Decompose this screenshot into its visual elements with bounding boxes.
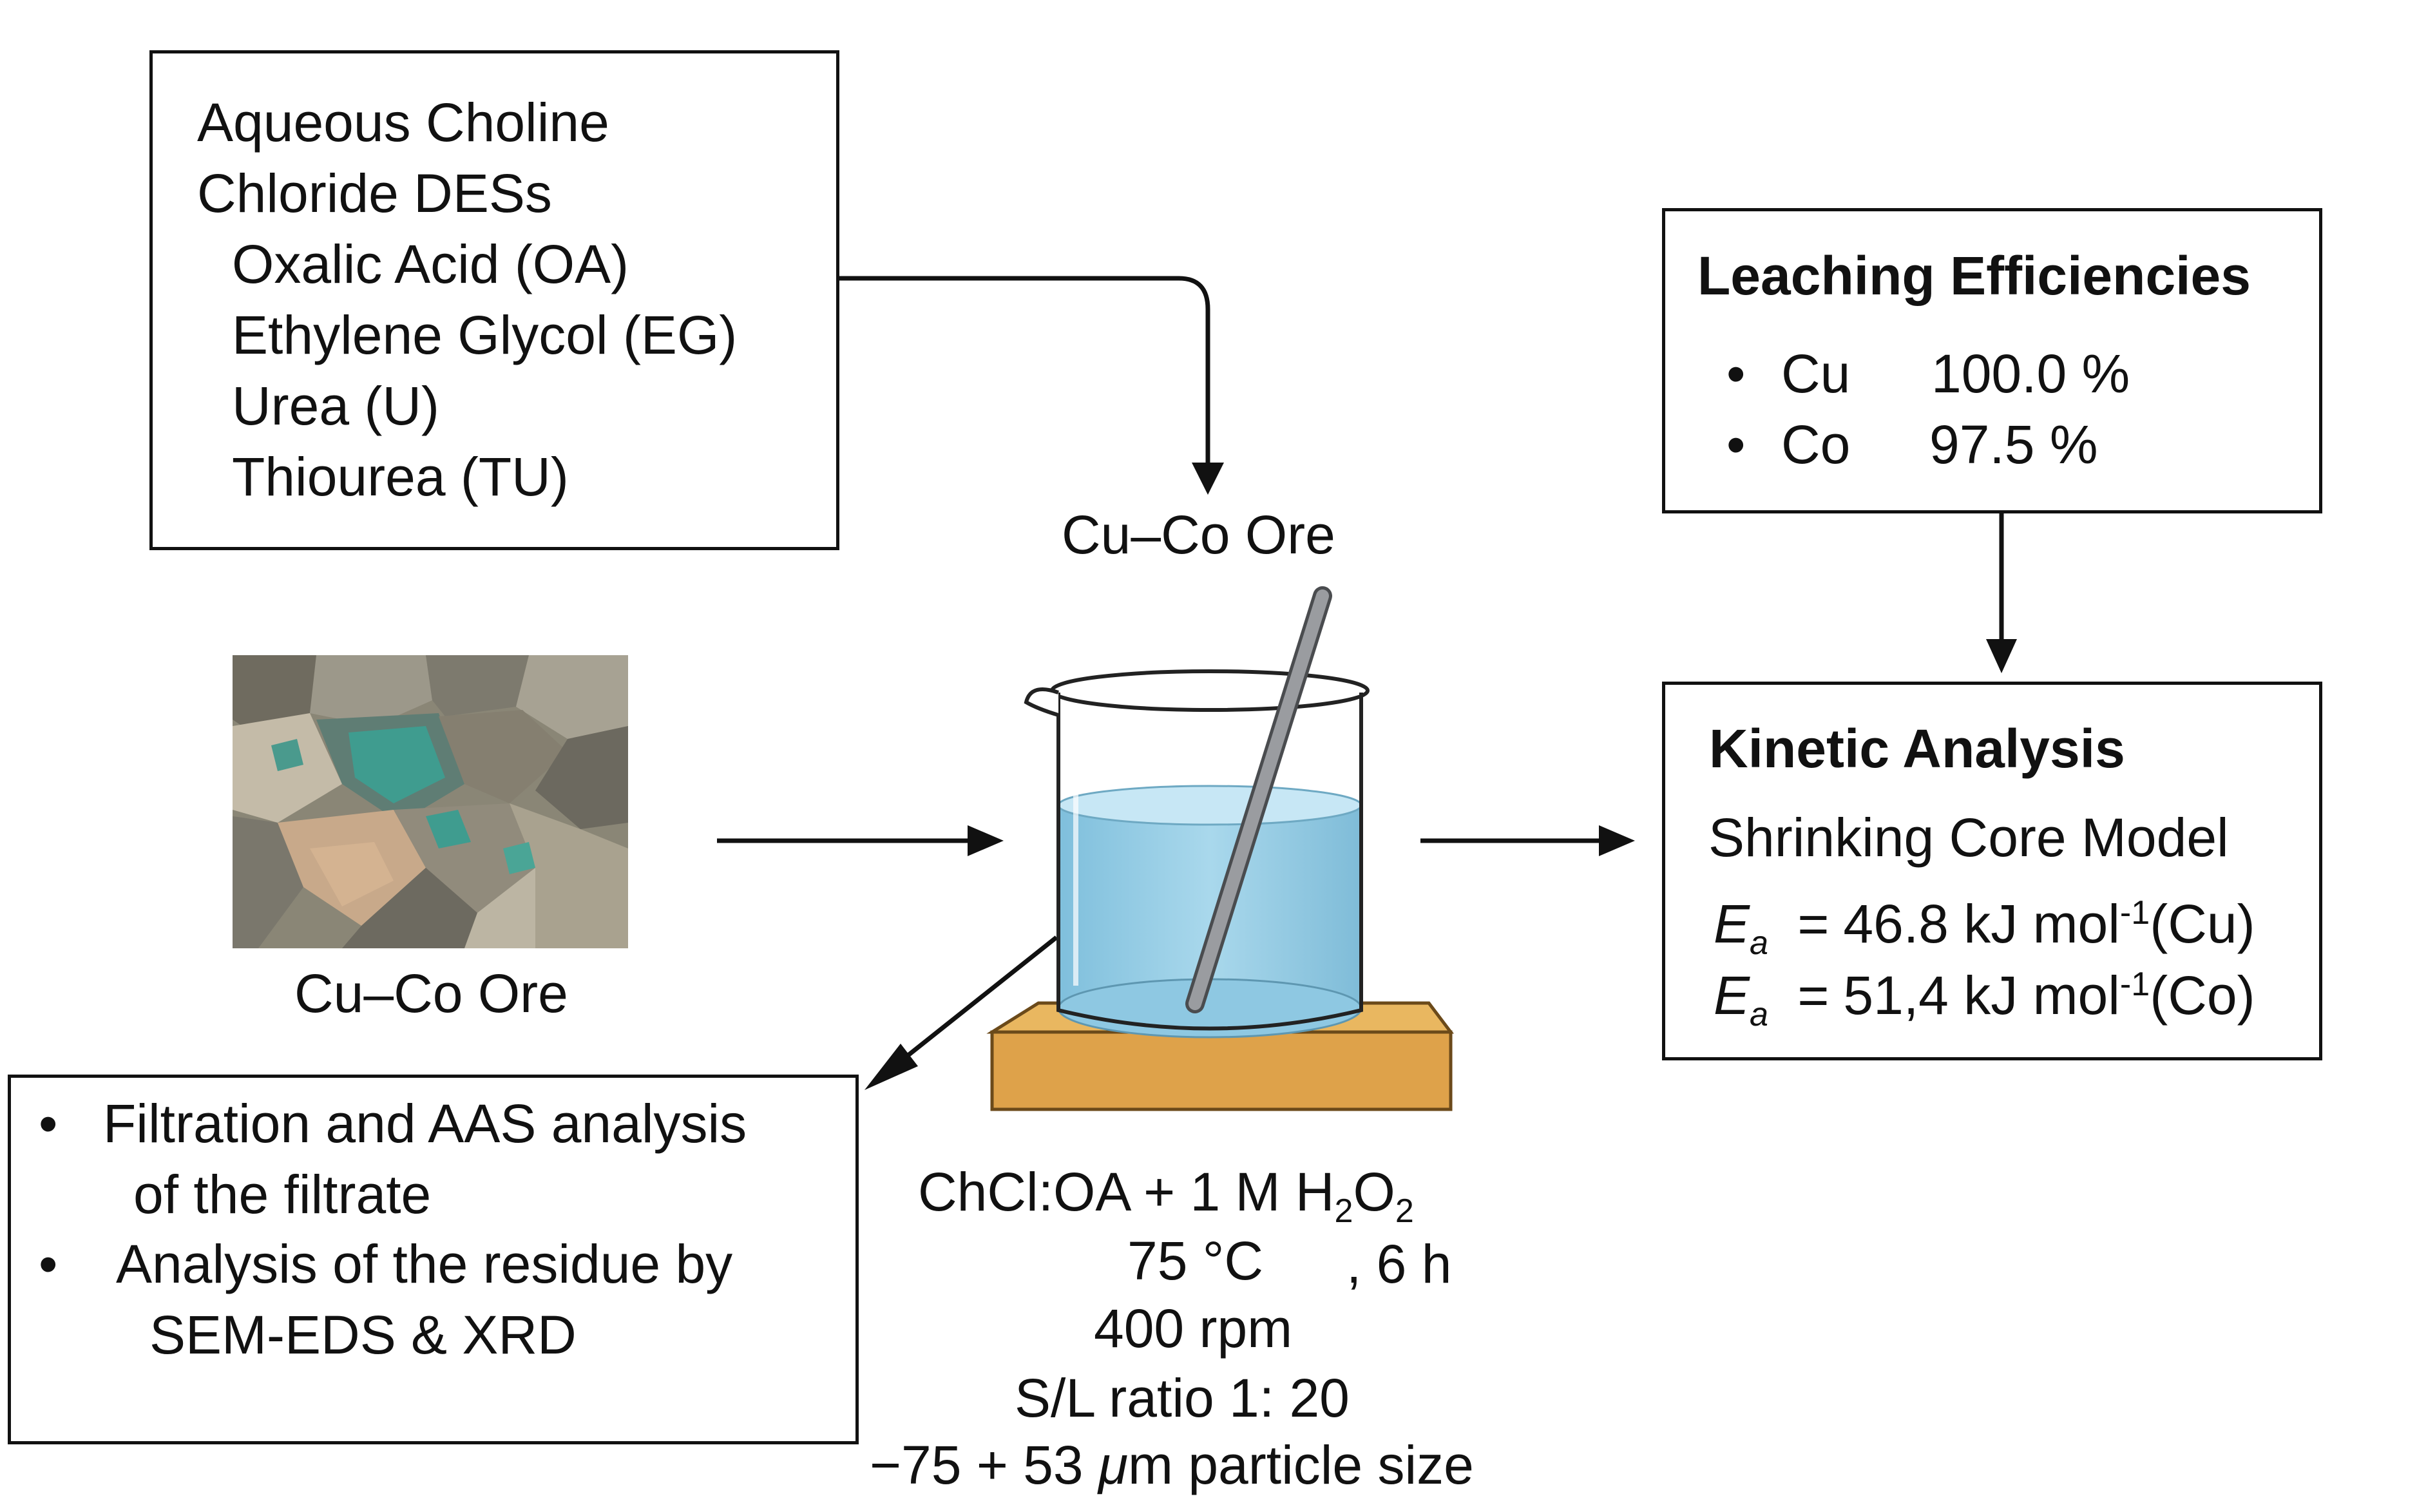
kinetic-box: [1662, 682, 2322, 1060]
reagent-sub-2: 2: [1395, 1192, 1414, 1230]
arrow-des-to-beaker: [839, 276, 1210, 477]
ea-exp-cu: -1: [2119, 894, 2150, 932]
kinetic-row-co: Ea =51,4 kJ mol-1(Co): [1714, 966, 2255, 1031]
stir-rod-icon: [1185, 586, 1332, 1013]
arrowhead-leaching: [1986, 639, 2017, 673]
size-suffix: m particle size: [1128, 1435, 1474, 1495]
ea-value-cu: 46.8 kJ mol: [1843, 894, 2120, 954]
leaching-metal-cu: Cu: [1781, 343, 1851, 404]
analysis-item1-line1: Filtration and AAS analysis: [103, 1093, 747, 1154]
ea-equals: =: [1797, 894, 1829, 954]
conditions-temperature: 75 °C: [1127, 1230, 1264, 1291]
ea-metal-co: (Co): [2150, 965, 2255, 1026]
arrowhead-des: [1192, 463, 1224, 495]
analysis-item2-line1: Analysis of the residue by: [116, 1234, 733, 1294]
analysis-item1-line2: of the filtrate: [133, 1164, 432, 1225]
analysis-bullet-2: •: [39, 1234, 58, 1294]
des-box: [149, 50, 839, 550]
leaching-bullet-cu: •: [1726, 343, 1746, 404]
arrowhead-ore: [968, 825, 1004, 856]
leaching-bullet-co: •: [1726, 414, 1746, 475]
kinetic-model: Shrinking Core Model: [1708, 807, 2229, 868]
size-unit: μ: [1098, 1435, 1129, 1495]
des-item-oa: Oxalic Acid (OA): [232, 234, 629, 294]
analysis-box: [8, 1075, 859, 1444]
des-title-line1: Aqueous Choline: [197, 92, 609, 153]
arrowhead-kinetic: [1599, 825, 1635, 856]
des-title-line2: Chloride DESs: [197, 163, 552, 224]
kinetic-row-cu: Ea =46.8 kJ mol-1(Cu): [1714, 894, 2255, 960]
des-item-tu: Thiourea (TU): [232, 446, 569, 507]
leaching-metal-co: Co: [1781, 414, 1851, 475]
ea-value-co: 51,4 kJ mol: [1843, 965, 2120, 1026]
leaching-value-co: 97.5 %: [1929, 414, 2098, 475]
reagent-prefix: ChCl:OA + 1 M H: [918, 1162, 1335, 1222]
kinetic-title: Kinetic Analysis: [1709, 718, 2125, 779]
arrowhead-analysis: [865, 1044, 918, 1090]
conditions-ratio: S/L ratio 1: 20: [1015, 1368, 1350, 1428]
reagent-mid: O: [1353, 1162, 1395, 1222]
ea-subscript: a: [1750, 924, 1768, 962]
reagent-sub-1: 2: [1334, 1192, 1353, 1230]
ea-symbol: E: [1714, 894, 1750, 954]
analysis-bullet-1: •: [39, 1093, 58, 1154]
ore-photo: [233, 655, 628, 948]
ea-exp-co: -1: [2119, 966, 2150, 1003]
conditions-time: , 6 h: [1346, 1234, 1452, 1294]
analysis-item2-line2: SEM-EDS & XRD: [149, 1305, 577, 1365]
ore-photo-label: Cu–Co Ore: [294, 963, 568, 1024]
ea-metal-cu: (Cu): [2150, 894, 2255, 954]
des-item-u: Urea (U): [232, 376, 440, 436]
size-prefix: −75 + 53: [870, 1435, 1098, 1495]
ea-equals-2: =: [1797, 965, 1829, 1026]
leaching-title: Leaching Efficiencies: [1697, 245, 2251, 306]
conditions-particle-size: −75 + 53 μm particle size: [870, 1438, 1474, 1492]
beaker-icon: [1024, 669, 1370, 1038]
conditions-speed: 400 rpm: [1094, 1298, 1293, 1359]
conditions-reagent: ChCl:OA + 1 M H2O2: [918, 1162, 1414, 1228]
leaching-value-cu: 100.0 %: [1931, 343, 2130, 404]
ea-symbol-2: E: [1714, 965, 1750, 1026]
des-item-eg: Ethylene Glycol (EG): [232, 305, 738, 365]
arrow-beaker-to-analysis: [882, 935, 1058, 1077]
ore-top-label: Cu–Co Ore: [1062, 504, 1335, 565]
leaching-box: [1662, 208, 2322, 513]
ea-subscript-2: a: [1750, 995, 1768, 1033]
